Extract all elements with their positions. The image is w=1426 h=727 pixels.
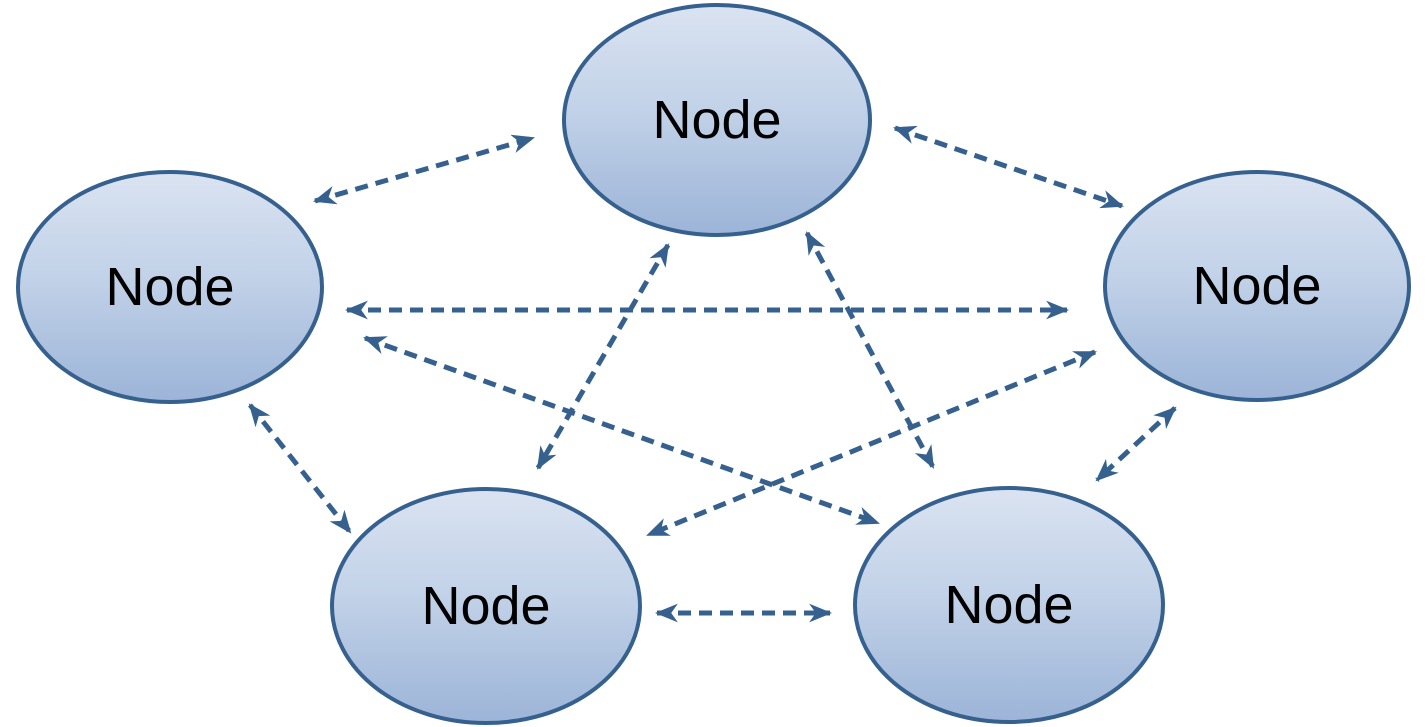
node-ellipse-right <box>1103 170 1411 402</box>
edge-right-bottom-left <box>646 349 1097 538</box>
node-label-bottom-left: Node <box>421 576 550 636</box>
node-left: Node <box>16 170 324 404</box>
node-top: Node <box>562 3 872 237</box>
edge-right-bottom-right <box>1095 406 1177 482</box>
edge-top-bottom-right <box>804 231 936 469</box>
edges-layer <box>248 125 1177 623</box>
node-label-left: Node <box>105 257 234 317</box>
node-ellipse-bottom-left <box>330 487 642 725</box>
node-ellipse-left <box>16 170 324 404</box>
edge-left-top <box>312 134 536 205</box>
node-right: Node <box>1103 170 1411 402</box>
node-bottom-left: Node <box>330 487 642 725</box>
node-label-top: Node <box>652 90 781 150</box>
edge-top-right <box>893 125 1124 209</box>
node-ellipse-top <box>562 3 872 237</box>
edge-left-bottom-left <box>248 403 352 534</box>
node-bottom-right: Node <box>853 486 1165 724</box>
node-label-right: Node <box>1192 256 1321 316</box>
edge-top-bottom-left <box>535 243 671 470</box>
node-label-bottom-right: Node <box>944 575 1073 635</box>
edge-left-bottom-right <box>363 335 880 526</box>
node-ellipse-bottom-right <box>853 486 1165 724</box>
